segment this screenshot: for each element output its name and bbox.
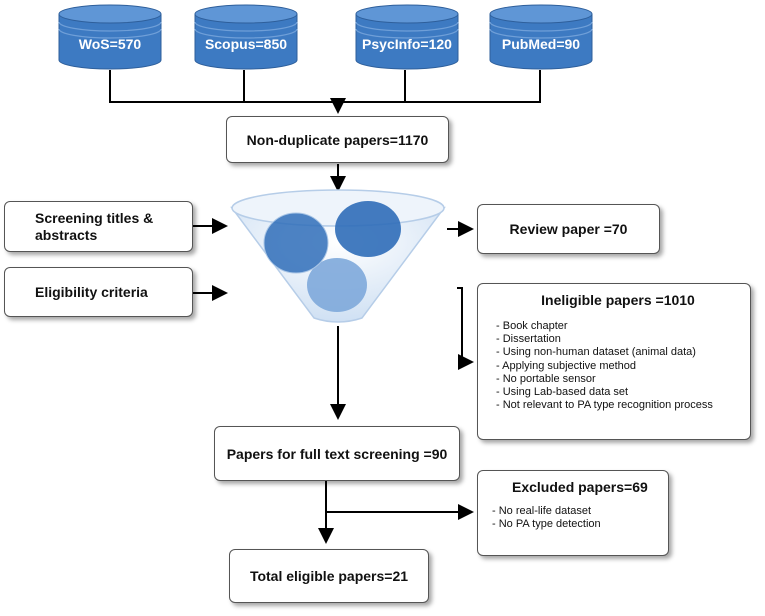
list-item: Dissertation <box>496 333 740 346</box>
database-icon <box>355 4 459 70</box>
funnel-circle-2 <box>335 201 401 257</box>
funnel-graphic <box>230 189 446 323</box>
database-icon <box>489 4 593 70</box>
review-box: Review paper =70 <box>477 204 660 254</box>
eligibility-box: Eligibility criteria <box>4 267 193 317</box>
funnel-circle-1 <box>264 213 328 273</box>
excluded-title: Excluded papers=69 <box>512 479 648 495</box>
ineligible-title: Ineligible papers =1010 <box>541 292 695 308</box>
screening-box: Screening titles & abstracts <box>4 201 193 252</box>
database-wos: WoS=570 <box>58 4 162 70</box>
fulltext-box: Papers for full text screening =90 <box>214 426 460 481</box>
database-scopus: Scopus=850 <box>194 4 298 70</box>
nonduplicate-box: Non-duplicate papers=1170 <box>226 116 449 163</box>
source-label: Scopus=850 <box>204 36 288 52</box>
database-pubmed: PubMed=90 <box>489 4 593 70</box>
excluded-list: No real-life dataset No PA type detectio… <box>492 505 658 531</box>
list-item: No portable sensor <box>496 373 740 386</box>
list-item: Using non-human dataset (animal data) <box>496 346 740 359</box>
source-label: PubMed=90 <box>501 36 581 52</box>
ineligible-list: Book chapter Dissertation Using non-huma… <box>496 320 740 412</box>
source-label: PsycInfo=120 <box>362 36 452 52</box>
database-icon <box>58 4 162 70</box>
arrow-ineligible <box>457 287 474 370</box>
list-item: Not relevant to PA type recognition proc… <box>496 399 740 412</box>
source-connector <box>109 70 541 114</box>
list-item: Book chapter <box>496 320 740 333</box>
list-item: Applying subjective method <box>496 360 740 373</box>
total-box: Total eligible papers=21 <box>229 549 429 603</box>
list-item: No PA type detection <box>492 518 658 531</box>
database-psycinfo: PsycInfo=120 <box>355 4 459 70</box>
funnel-circle-3 <box>307 258 367 312</box>
list-item: Using Lab-based data set <box>496 386 740 399</box>
excluded-box: Excluded papers=69 No real-life dataset … <box>477 470 669 556</box>
source-label: WoS=570 <box>78 36 142 52</box>
database-icon <box>194 4 298 70</box>
list-item: No real-life dataset <box>492 505 658 518</box>
ineligible-box: Ineligible papers =1010 Book chapter Dis… <box>477 283 751 440</box>
